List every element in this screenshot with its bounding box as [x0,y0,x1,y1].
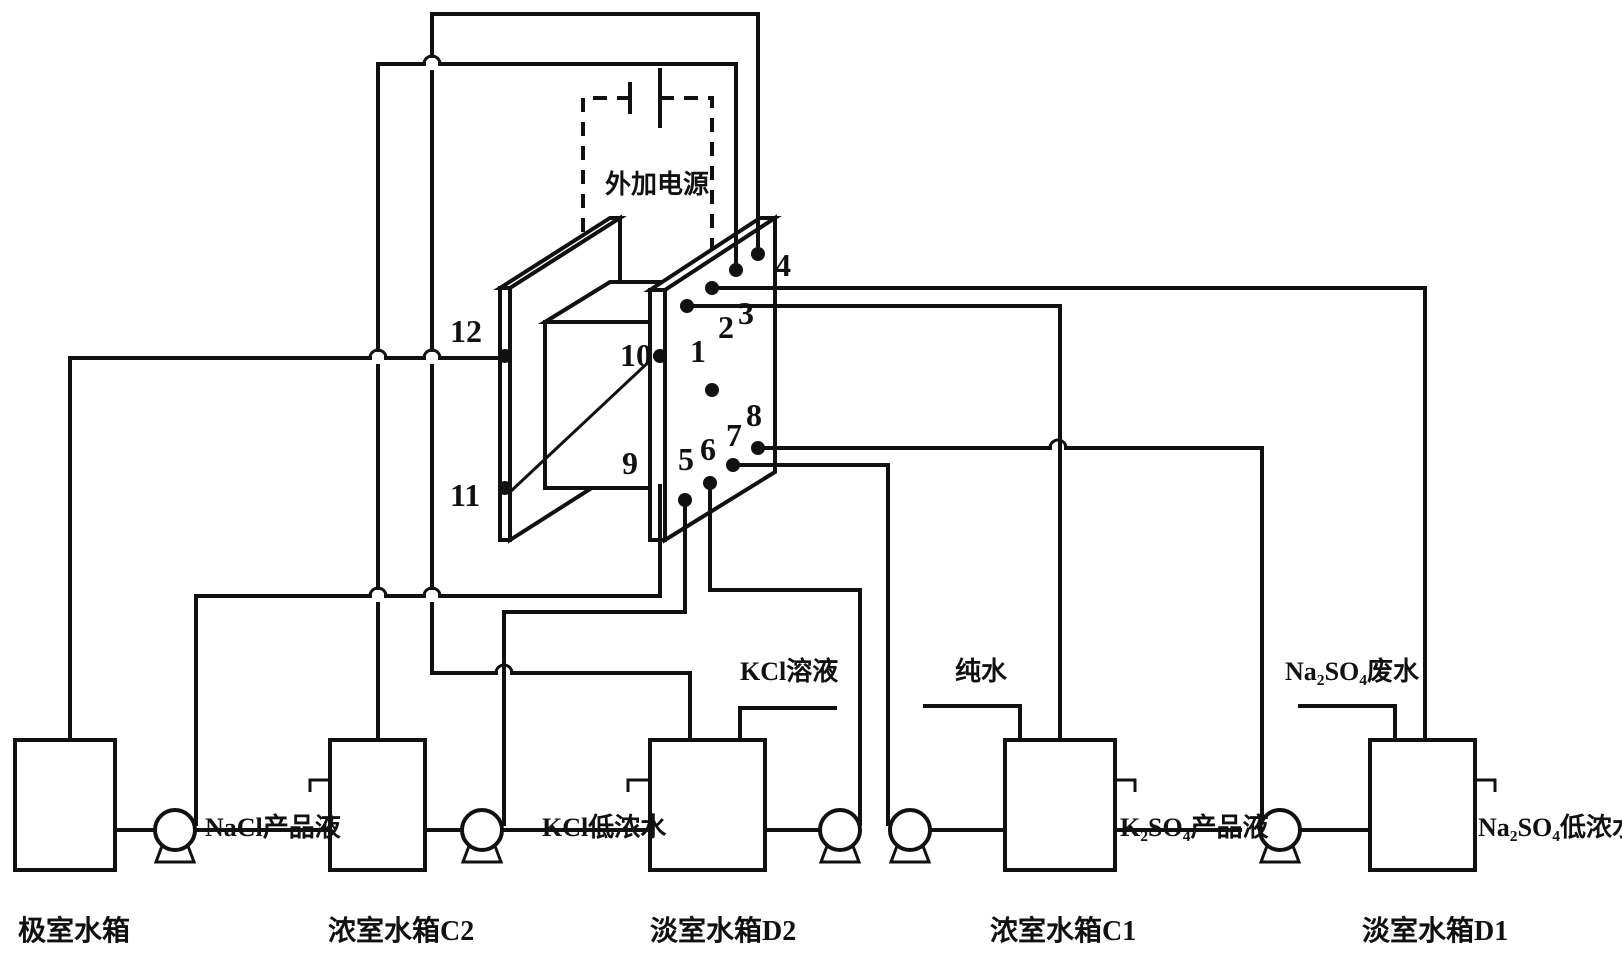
port-label-12: 12 [450,313,482,349]
kcl-low-label: KCl低浓水 [542,813,667,842]
port-label-2: 2 [718,309,734,345]
port-3-dot [729,263,743,277]
conc-tank-c2-label: 浓室水箱C2 [328,914,474,947]
conc-tank-c1 [1003,738,1117,872]
pump-icon [888,808,932,864]
conc-tank-c2 [328,738,427,872]
internal-channel [508,354,657,494]
port-label-11: 11 [450,477,480,513]
electrode-tank-label: 极室水箱 [18,914,130,947]
pump-icon [1258,808,1302,864]
port-dots [498,247,765,507]
right-plate-front [648,288,667,542]
port-12-dot [498,349,512,363]
port-label-5: 5 [678,441,694,477]
center-dot [705,383,719,397]
port-8-dot [751,441,765,455]
right-plate-side [663,214,777,544]
na2so4-waste-label: Na₂SO₄废水 [1285,656,1420,686]
port-label-4: 4 [775,247,791,283]
port-label-3: 3 [738,295,754,331]
electrodialysis-stack [493,214,782,544]
port-label-10: 10 [620,337,652,373]
port-label-6: 6 [700,431,716,467]
port-label-1: 1 [690,333,706,369]
pipes [70,12,1497,832]
port-label-7: 7 [726,417,742,453]
dilute-tank-d2-label: 淡室水箱D2 [650,914,796,947]
pump-icon [153,808,197,864]
pure-water-label: 纯水 [955,656,1008,686]
na2so4-low-label: Na₂SO₄低浓水 [1478,813,1622,842]
power-source-label: 外加电源 [605,170,709,199]
port-1-dot [680,299,694,313]
port-11-dot [498,481,512,495]
port-10-dot [653,349,667,363]
pump-icon [460,808,504,864]
kcl-solution-label: KCl溶液 [740,656,838,686]
port-label-9: 9 [622,445,638,481]
port-4-dot [751,247,765,261]
pumps [153,808,1302,864]
nacl-product-label: NaCl产品液 [205,813,341,842]
port-5-dot [678,493,692,507]
labels: 外加电源 1 2 3 4 5 6 7 8 9 10 11 12 NaCl产品液 … [18,170,1622,947]
k2so4-product-label: K₂SO₄产品液 [1120,813,1269,842]
port-2-dot [705,281,719,295]
dilute-tank-d1 [1368,738,1477,872]
port-6-dot [703,476,717,490]
port-7-dot [726,458,740,472]
conc-tank-c1-label: 浓室水箱C1 [990,914,1136,947]
tanks [13,738,1477,872]
pump-icon [818,808,862,864]
electrode-tank [13,738,117,872]
dilute-tank-d1-label: 淡室水箱D1 [1362,914,1508,947]
dilute-tank-d2 [648,738,767,872]
port-label-8: 8 [746,397,762,433]
